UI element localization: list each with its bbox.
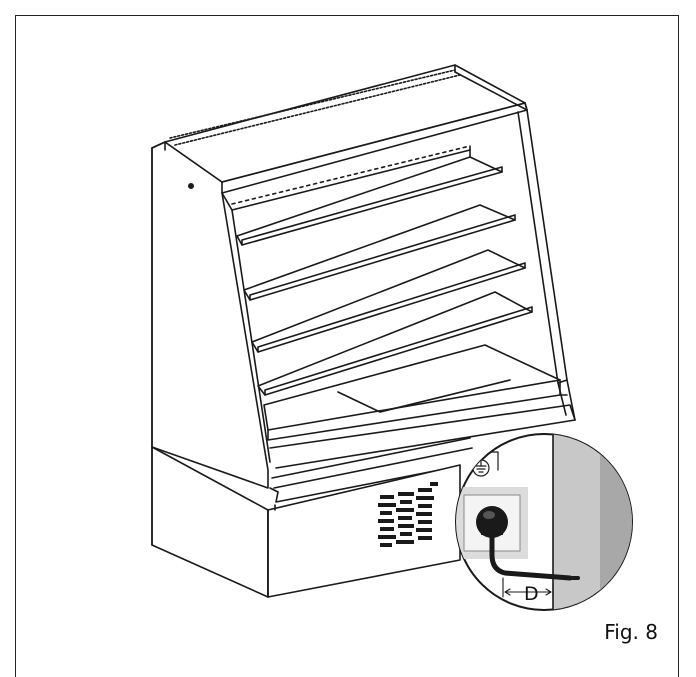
front-rail xyxy=(269,437,473,503)
dimension-d-marker xyxy=(502,577,554,598)
shelf-1 xyxy=(236,156,503,246)
shelf-2 xyxy=(243,204,516,301)
cabinet-side-panel xyxy=(151,141,269,489)
dimension-label: D xyxy=(524,583,539,605)
figure-caption: Fig. 8 xyxy=(604,620,658,644)
shelves xyxy=(236,156,533,396)
shelf-4 xyxy=(257,291,533,396)
base-deck xyxy=(263,344,576,469)
shelf-3 xyxy=(251,249,526,353)
ventilation-grille xyxy=(378,482,438,547)
figure-frame xyxy=(15,15,679,677)
plug-icon xyxy=(476,506,580,581)
side-screw xyxy=(188,183,195,190)
base-cabinet xyxy=(151,446,461,598)
cabinet-inner-frame xyxy=(221,145,471,463)
socket-detail-callout xyxy=(455,433,633,611)
